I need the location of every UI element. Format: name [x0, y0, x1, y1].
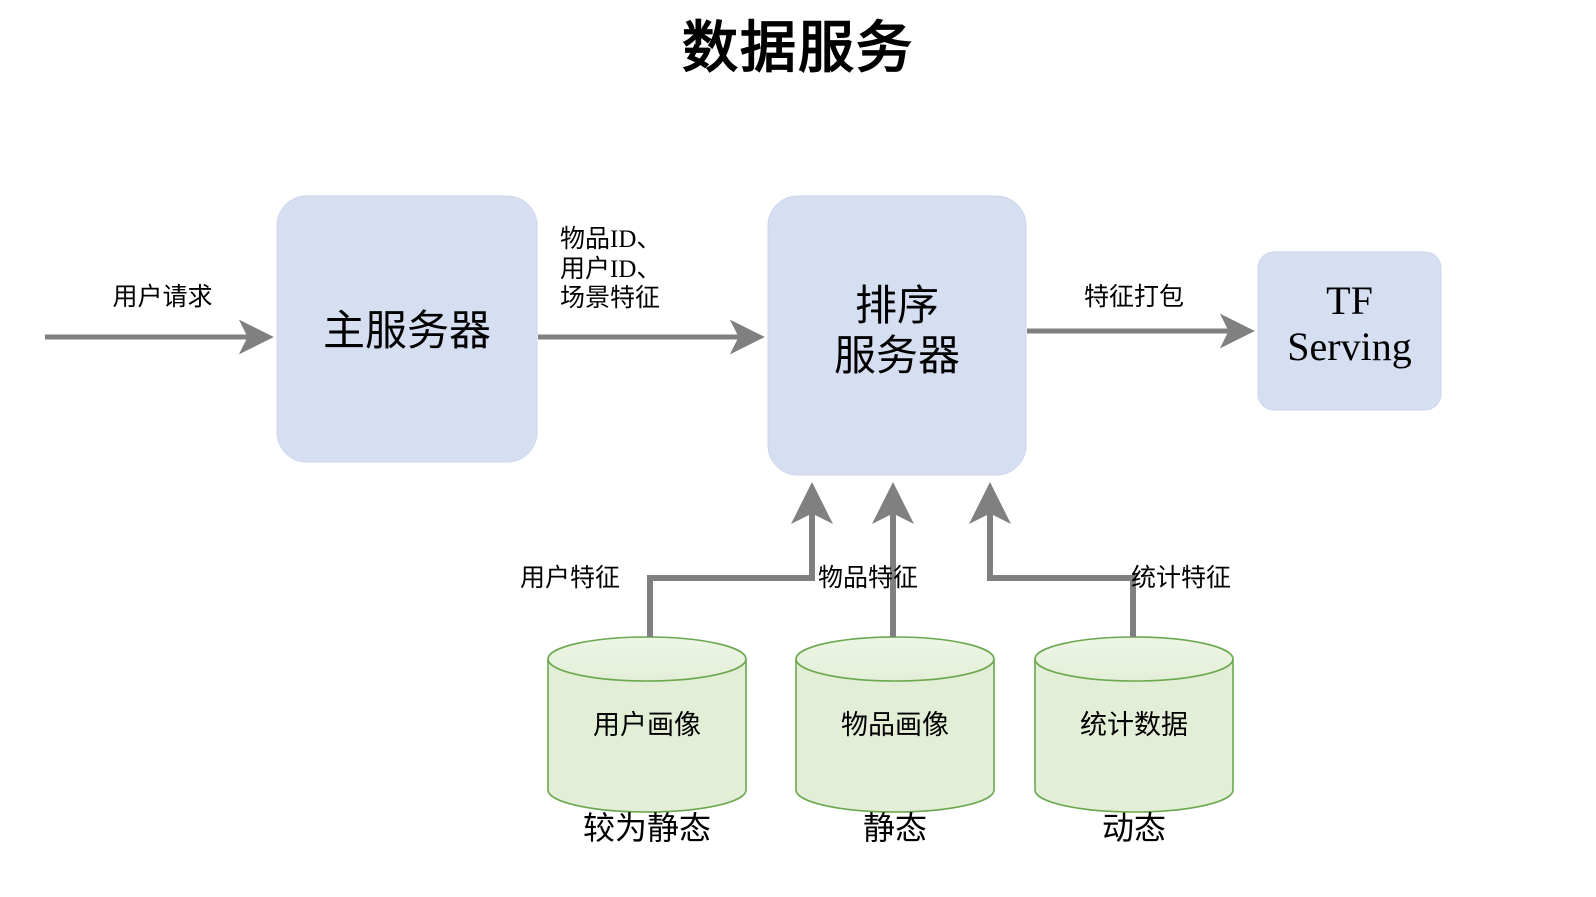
edge-user-feature-label: 用户特征 [520, 565, 621, 592]
node-stats-data-db-shape[interactable] [1034, 636, 1234, 813]
node-ranking-server-line2: 服务器 [833, 333, 960, 380]
edge-ids-line3: 场景特征 [560, 285, 661, 312]
edge-stat-feature-arrow [969, 482, 1136, 637]
edge-package-label: 特征打包 [1083, 284, 1184, 311]
node-tf-serving-line1: TF [1326, 278, 1373, 323]
node-ranking-server-line1: 排序 [854, 284, 939, 330]
edge-ids-line1: 物品ID、 [560, 226, 662, 253]
node-main-server-label: 主服务器 [322, 309, 491, 355]
node-tf-serving-line2: Serving [1287, 324, 1412, 370]
edge-request-label: 用户请求 [112, 284, 213, 311]
node-ranking-server-label: 排序服务器 [768, 283, 1026, 382]
node-main-server-shape[interactable] [276, 195, 538, 463]
caption-user-profile: 较为静态 [582, 810, 711, 846]
node-ranking-server-shape[interactable] [767, 195, 1027, 476]
node-tf-serving-shape[interactable] [1257, 251, 1442, 411]
edge-user-feature-arrow [647, 482, 833, 637]
node-user-profile-db-label: 用户画像 [593, 710, 701, 740]
edge-ids-line2: 用户ID、 [560, 255, 662, 283]
node-user-profile-db-shape[interactable] [547, 636, 747, 813]
node-stats-data-db-label: 统计数据 [1080, 710, 1188, 740]
edge-ids-label: 物品ID、用户ID、场景特征 [560, 225, 740, 314]
edge-stat-feature-label: 统计特征 [1131, 565, 1232, 592]
caption-item-profile: 静态 [862, 810, 927, 846]
page-title: 数据服务 [682, 18, 914, 80]
edge-item-feature-label: 物品特征 [818, 565, 919, 592]
caption-stats-data: 动态 [1101, 810, 1166, 846]
node-item-profile-db-label: 物品画像 [841, 710, 949, 740]
